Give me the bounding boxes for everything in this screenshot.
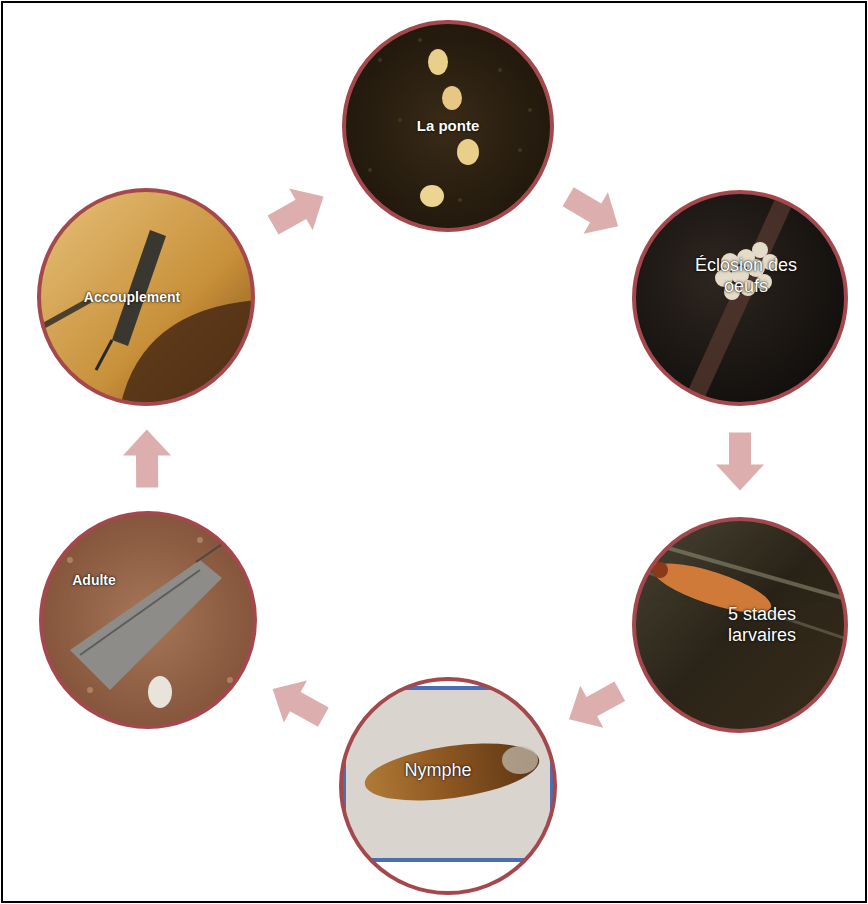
hatching-photo [630,188,850,408]
block-arrow [569,682,625,728]
stage-circle: Nymphe [340,678,556,894]
block-arrow [716,433,764,491]
stage-label-group: Éclosion des oeufs [686,255,806,296]
circle-border [344,22,552,230]
circle-border [634,192,846,404]
stage-label-group: Nymphe [404,760,471,781]
larva-photo [630,515,850,735]
block-arrow [273,681,329,727]
stage-label-group: 5 stades larvaires [710,604,815,645]
circle-outline [340,678,556,894]
stage-label: La ponte [417,117,480,134]
block-arrow [268,188,324,234]
circle-border [634,519,846,731]
stage-label-group: Accouplement [84,289,180,305]
pupa-photo [338,676,558,896]
circle-border [41,513,255,727]
stage-circle: Éclosion des oeufs [633,191,847,405]
mating-photo [36,188,256,408]
stage-label: Nymphe [404,760,471,781]
stage-circle: La ponte [343,21,553,231]
stage-label: Adulte [72,572,116,588]
block-arrow [563,187,619,233]
stage-circle: Adulte [40,512,256,728]
eggs-photo [340,18,556,234]
block-arrow [123,430,171,488]
circle-border [39,190,253,404]
stage-circle: Accouplement [38,189,254,405]
circle-outline [40,512,256,728]
stage-label: 5 stades larvaires [710,604,815,645]
circle-outline [633,191,847,405]
stage-circle: 5 stades larvaires [633,518,847,732]
circle-border [341,679,555,893]
stage-label-group: La ponte [417,117,480,134]
stage-label-group: Adulte [72,572,116,588]
stage-label: Accouplement [84,289,180,305]
stage-label: Éclosion des oeufs [686,255,806,296]
adult-moth-photo [38,510,258,730]
